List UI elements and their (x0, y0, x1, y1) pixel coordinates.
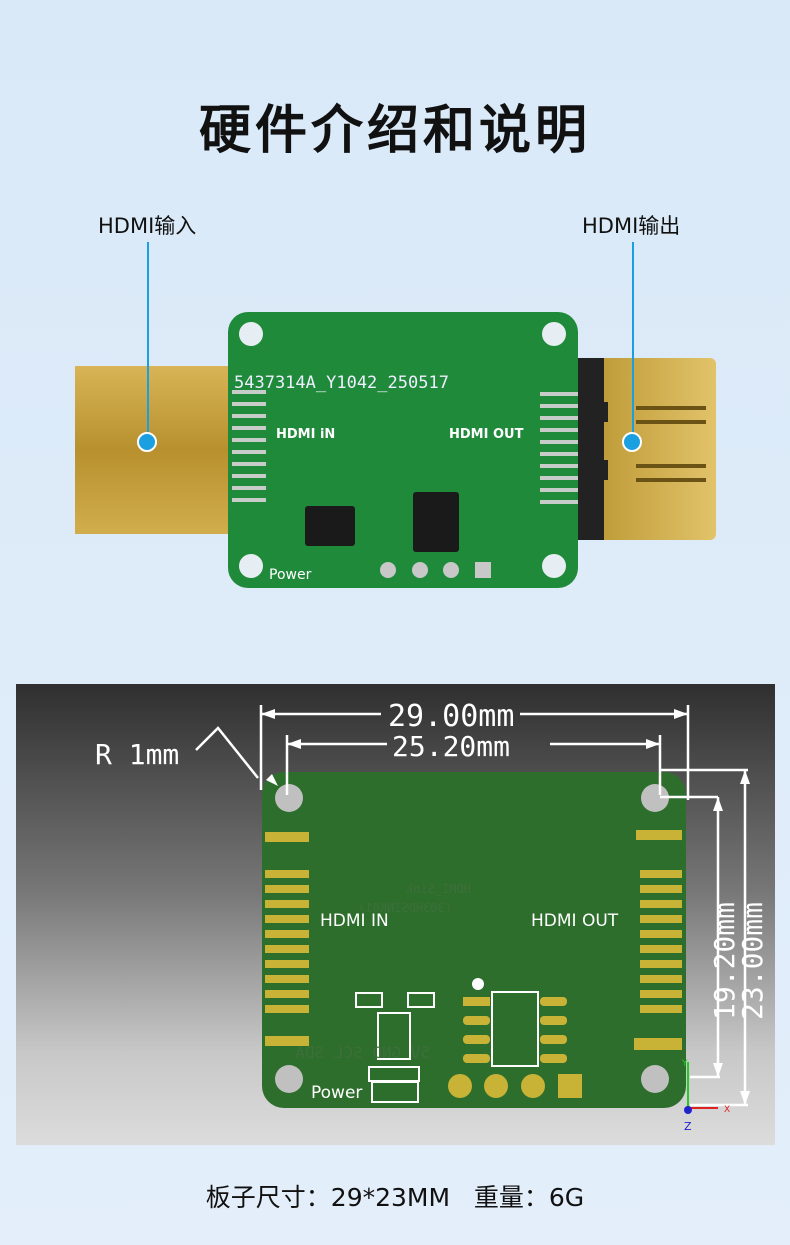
dimension-drawing-panel: HDMI_Sink (303HDSINK01) 5V GND SCL SDA H… (16, 684, 775, 1145)
callout-line-in (147, 242, 149, 442)
photo-power-label: Power (269, 567, 312, 583)
drawing-label-in: HDMI IN (320, 911, 389, 931)
photo-label-in: HDMI iN (276, 427, 335, 442)
svg-text:X: X (724, 1105, 730, 1115)
dim-width-holes: 25.20mm (392, 730, 510, 763)
axis-indicator-icon: Y X Z (681, 1059, 730, 1133)
dimension-drawing: HDMI_Sink (303HDSINK01) 5V GND SCL SDA H… (95, 699, 769, 1133)
hdmi-out-connector (580, 358, 716, 540)
pcb-board (228, 312, 578, 588)
callout-dot-in (137, 432, 157, 452)
hdmi-in-connector (75, 366, 235, 534)
callout-line-out (632, 242, 634, 442)
dimension-lines (195, 705, 748, 1107)
mirrored-board-code: (303HDSINK01) (358, 901, 452, 915)
serial-text: 5437314A_Y1042_250517 (234, 373, 449, 393)
dim-height-outer: 23.00mm (736, 902, 769, 1020)
callout-hdmi-in: HDMI输入 (98, 214, 197, 238)
pcb-outline (262, 772, 686, 1108)
svg-text:Z: Z (684, 1120, 692, 1133)
page-title: 硬件介绍和说明 (198, 101, 591, 161)
drawing-power-label: Power (311, 1083, 362, 1103)
dim-height-holes: 19.20mm (708, 902, 741, 1020)
mirrored-pin-labels: 5V GND SCL SDA (295, 1043, 430, 1062)
dim-width-outer: 29.00mm (388, 699, 514, 734)
board-photo: 5437314A_Y1042_250517 HDMI iN HDMI OUT P… (75, 312, 716, 588)
size-weight-caption: 板子尺寸：29*23MM 重量：6G (205, 1183, 585, 1212)
callout-hdmi-out: HDMI输出 (582, 214, 681, 238)
photo-label-out: HDMI OUT (449, 427, 524, 442)
callout-dot-out (622, 432, 642, 452)
mirrored-board-name: HDMI_Sink (405, 882, 471, 896)
dim-radius: R 1mm (95, 738, 179, 771)
svg-text:Y: Y (681, 1059, 688, 1069)
drawing-label-out: HDMI OUT (531, 911, 619, 931)
